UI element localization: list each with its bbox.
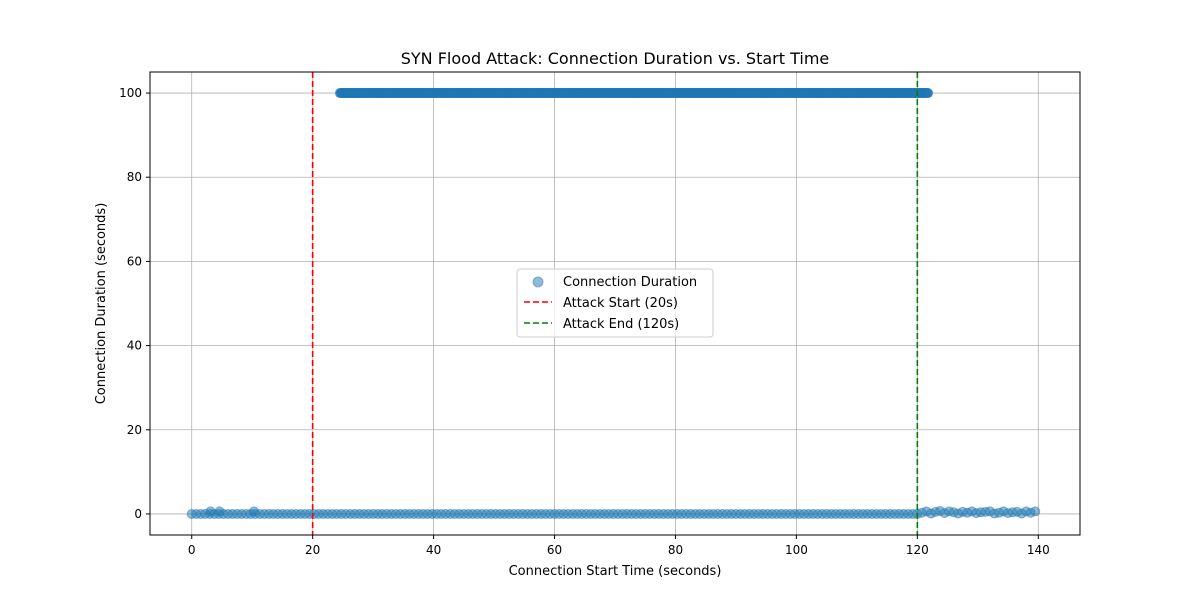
- y-tick-label: 80: [127, 170, 142, 184]
- y-tick-label: 20: [127, 423, 142, 437]
- data-point-flood: [923, 88, 934, 99]
- x-tick-label: 100: [785, 543, 808, 557]
- legend-marker-connection-duration: [532, 276, 544, 288]
- x-tick-label: 20: [305, 543, 320, 557]
- x-axis-label: Connection Start Time (seconds): [509, 564, 722, 579]
- y-axis-label: Connection Duration (seconds): [94, 203, 109, 405]
- x-tick-label: 140: [1027, 543, 1050, 557]
- legend-box: [516, 268, 714, 338]
- x-tick-label: 40: [426, 543, 441, 557]
- legend-label-attack-end: Attack End (120s): [563, 317, 679, 332]
- x-tick-label: 60: [547, 543, 562, 557]
- chart-title: SYN Flood Attack: Connection Duration vs…: [401, 49, 830, 68]
- data-point: [205, 506, 216, 517]
- y-tick-label: 40: [127, 339, 142, 353]
- y-axis-ticks: 0 20 40 60 80 100: [119, 86, 150, 521]
- legend: Connection Duration Attack Start (20s) A…: [516, 268, 714, 338]
- data-point: [214, 506, 225, 517]
- plot-frame: [149, 71, 1081, 536]
- data-point: [249, 506, 260, 517]
- x-tick-label: 0: [188, 543, 196, 557]
- legend-label-attack-start: Attack Start (20s): [563, 296, 678, 311]
- legend-label-connection-duration: Connection Duration: [563, 275, 697, 290]
- y-tick-label: 0: [134, 507, 142, 521]
- x-axis-ticks: 0 20 40 60 80 100 120 140: [188, 535, 1050, 557]
- y-tick-label: 60: [127, 254, 142, 268]
- reference-lines: [311, 72, 919, 535]
- data-point: [1030, 506, 1041, 517]
- scatter-points: [186, 88, 1041, 519]
- y-tick-label: 100: [119, 86, 142, 100]
- x-tick-label: 80: [668, 543, 683, 557]
- x-tick-label: 120: [906, 543, 929, 557]
